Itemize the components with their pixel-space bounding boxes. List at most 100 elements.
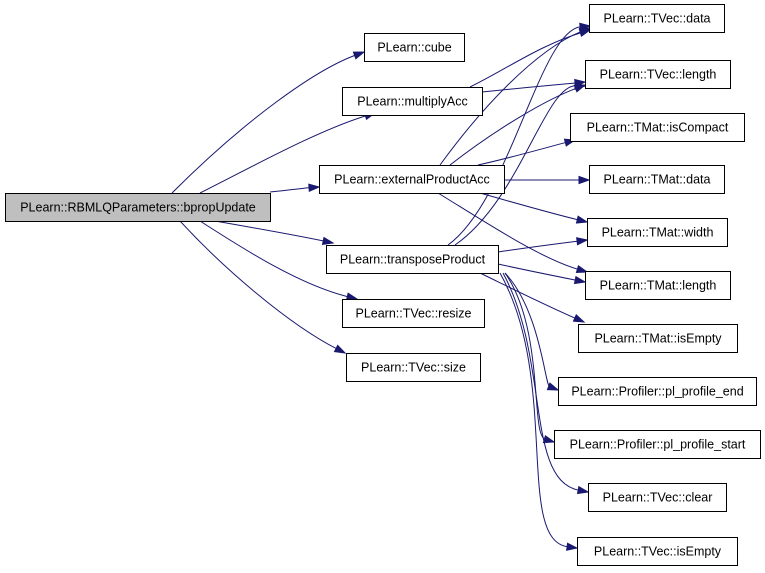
node-profile-end[interactable]: PLearn::Profiler::pl_profile_end (558, 377, 757, 406)
edge-transposeproduct-to-profile-start-line (504, 272, 546, 440)
node-profile-end-box[interactable] (558, 377, 757, 406)
node-externalproductacc-label: PLearn::externalProductAcc (334, 173, 490, 187)
edge-externalproductacc-to-tmat-length (437, 192, 589, 274)
edge-root-to-externalproductacc-line (269, 187, 311, 193)
edge-multiplyacc-to-tvec-data (469, 28, 592, 88)
node-tvec-isempty-box[interactable] (577, 537, 738, 566)
edge-transposeproduct-to-tmat-isempty-line (479, 272, 576, 319)
node-tmat-isempty-box[interactable] (578, 324, 738, 353)
edge-transposeproduct-to-tmat-length (497, 263, 587, 285)
edge-externalproductacc-to-tmat-length-arrowhead (575, 264, 589, 274)
edge-transposeproduct-to-tmat-isempty-arrowhead (572, 313, 586, 323)
node-tmat-width-label: PLearn::TMat::width (602, 226, 714, 240)
edge-externalproductacc-to-tvec-data-line (439, 30, 582, 166)
node-profile-start-label: PLearn::Profiler::pl_profile_start (570, 438, 746, 452)
edge-transposeproduct-to-tmat-length-line (497, 263, 577, 281)
node-tvec-length-box[interactable] (585, 60, 731, 89)
node-tvec-size-label: PLearn::TVec::size (361, 361, 466, 375)
node-cube-box[interactable] (364, 33, 465, 62)
edge-root-to-tvec-resize-arrowhead (345, 292, 359, 301)
edge-transposeproduct-to-tvec-data-arrowhead (579, 22, 592, 32)
edge-transposeproduct-to-profile-start (504, 272, 556, 444)
node-tmat-length-label: PLearn::TMat::length (600, 279, 717, 293)
edge-root-to-externalproductacc-arrowhead (308, 183, 321, 192)
node-tvec-clear-label: PLearn::TVec::clear (603, 491, 713, 505)
node-tmat-length-box[interactable] (585, 271, 731, 300)
node-profile-start-box[interactable] (554, 430, 761, 459)
edge-multiplyacc-to-tvec-length-line (481, 82, 577, 93)
node-tmat-width[interactable]: PLearn::TMat::width (587, 218, 728, 247)
node-tmat-iscompact-label: PLearn::TMat::isCompact (587, 121, 729, 135)
node-tvec-data[interactable]: PLearn::TVec::data (589, 4, 725, 33)
edge-transposeproduct-to-tmat-length-arrowhead (573, 275, 587, 285)
node-tvec-data-label: PLearn::TVec::data (603, 12, 710, 26)
node-tvec-isempty[interactable]: PLearn::TVec::isEmpty (577, 537, 738, 566)
edge-root-to-tvec-size-line (179, 220, 338, 350)
edge-transposeproduct-to-tvec-clear (502, 272, 590, 495)
edge-multiplyacc-to-tvec-data-line (469, 32, 582, 88)
edge-transposeproduct-to-tvec-data-line (447, 26, 582, 246)
edge-transposeproduct-to-tvec-isempty-line (499, 272, 569, 548)
edge-root-to-cube-arrowhead (352, 51, 366, 60)
edge-externalproductacc-to-tmat-length-line (437, 192, 579, 270)
edge-multiplyacc-to-tvec-length (481, 78, 587, 93)
node-transposeproduct[interactable]: PLearn::transposeProduct (326, 245, 499, 274)
edge-root-to-cube (171, 51, 366, 194)
node-tmat-length[interactable]: PLearn::TMat::length (585, 271, 731, 300)
node-multiplyacc-box[interactable] (342, 87, 483, 116)
node-tvec-resize-box[interactable] (342, 299, 485, 328)
edge-transposeproduct-to-tmat-isempty (479, 272, 586, 323)
node-multiplyacc-label: PLearn::multiplyAcc (357, 95, 467, 109)
node-externalproductacc-box[interactable] (319, 165, 505, 194)
edge-transposeproduct-to-tmat-width-line (497, 240, 579, 253)
node-cube-label: PLearn::cube (377, 41, 451, 55)
node-tvec-clear-box[interactable] (588, 483, 727, 512)
node-tvec-length[interactable]: PLearn::TVec::length (585, 60, 731, 89)
nodes-layer: PLearn::RBMLQParameters::bpropUpdatePLea… (5, 4, 761, 566)
node-tvec-size[interactable]: PLearn::TVec::size (346, 353, 481, 382)
edge-externalproductacc-to-tmat-data-arrowhead (578, 175, 591, 185)
node-tmat-iscompact-box[interactable] (570, 113, 745, 142)
edge-externalproductacc-to-tmat-width (479, 192, 589, 224)
node-cube[interactable]: PLearn::cube (364, 33, 465, 62)
node-externalproductacc[interactable]: PLearn::externalProductAcc (319, 165, 505, 194)
node-tmat-iscompact[interactable]: PLearn::TMat::isCompact (570, 113, 745, 142)
node-profile-end-label: PLearn::Profiler::pl_profile_end (571, 385, 743, 399)
node-tvec-length-label: PLearn::TVec::length (600, 68, 717, 82)
node-root-label: PLearn::RBMLQParameters::bpropUpdate (20, 201, 256, 215)
edge-transposeproduct-to-tvec-length (454, 81, 587, 246)
edges-layer (171, 22, 592, 551)
edge-externalproductacc-to-tmat-width-line (479, 192, 579, 221)
edge-transposeproduct-to-tvec-length-line (454, 85, 577, 246)
node-tmat-width-box[interactable] (587, 218, 728, 247)
node-root[interactable]: PLearn::RBMLQParameters::bpropUpdate (5, 193, 271, 222)
node-transposeproduct-label: PLearn::transposeProduct (340, 253, 486, 267)
edge-transposeproduct-to-profile-end-line (504, 272, 551, 388)
node-tmat-data-box[interactable] (589, 165, 725, 194)
node-tmat-isempty[interactable]: PLearn::TMat::isEmpty (578, 324, 738, 353)
node-tvec-clear[interactable]: PLearn::TVec::clear (588, 483, 727, 512)
node-tvec-size-box[interactable] (346, 353, 481, 382)
node-root-box[interactable] (5, 193, 271, 222)
edge-externalproductacc-to-tmat-iscompact-line (477, 141, 567, 166)
edge-transposeproduct-to-tvec-isempty (499, 272, 579, 551)
edge-root-to-tvec-size-arrowhead (333, 344, 347, 354)
node-profile-start[interactable]: PLearn::Profiler::pl_profile_start (554, 430, 761, 459)
node-tmat-data-label: PLearn::TMat::data (603, 173, 710, 187)
edge-transposeproduct-to-profile-end-arrowhead (546, 382, 560, 391)
node-tvec-resize[interactable]: PLearn::TVec::resize (342, 299, 485, 328)
edge-root-to-tvec-resize-line (199, 220, 349, 298)
edge-externalproductacc-to-tvec-length-line (449, 87, 577, 166)
edge-transposeproduct-to-tvec-clear-arrowhead (576, 485, 590, 495)
node-transposeproduct-box[interactable] (326, 245, 499, 274)
edge-transposeproduct-to-tvec-length-arrowhead (574, 81, 587, 90)
node-tmat-data[interactable]: PLearn::TMat::data (589, 165, 725, 194)
node-multiplyacc[interactable]: PLearn::multiplyAcc (342, 87, 483, 116)
edge-root-to-transposeproduct-line (214, 220, 325, 242)
edge-transposeproduct-to-tmat-width (497, 237, 589, 253)
node-tvec-data-box[interactable] (589, 4, 725, 33)
edge-root-to-tvec-size (179, 220, 347, 354)
edge-root-to-cube-line (171, 54, 356, 194)
edge-root-to-transposeproduct-arrowhead (321, 236, 335, 245)
